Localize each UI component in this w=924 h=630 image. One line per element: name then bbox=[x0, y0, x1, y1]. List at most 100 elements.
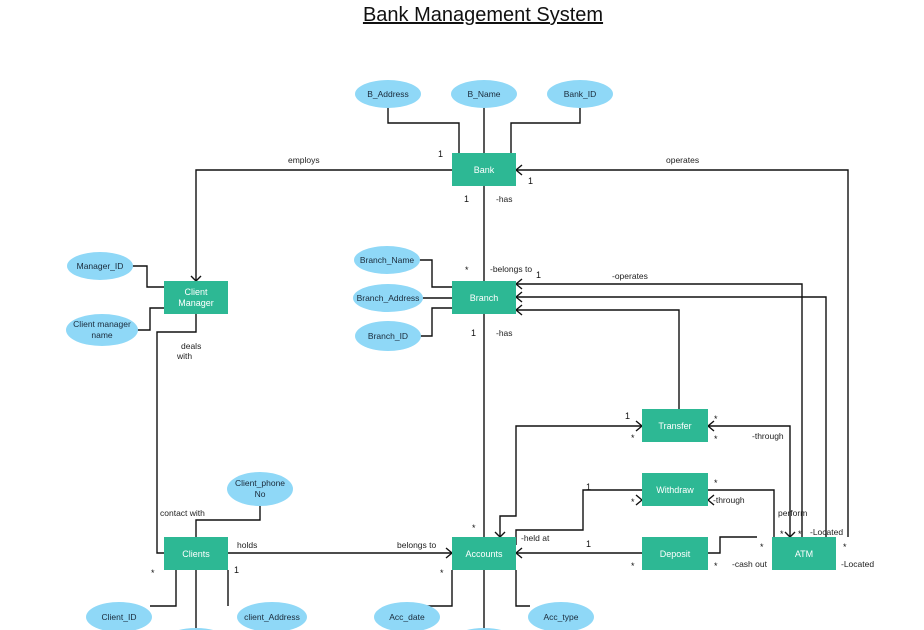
entity-withdraw-label: Withdraw bbox=[656, 485, 694, 495]
label-belongs-to-accounts: belongs to bbox=[397, 540, 436, 550]
attr-manager-id-label: Manager_ID bbox=[77, 261, 124, 271]
entity-atm: ATM bbox=[772, 537, 836, 570]
attr-branch-name: Branch_Name bbox=[354, 246, 420, 274]
attr-branch-id: Branch_ID bbox=[355, 321, 421, 351]
attr-client-manager-name-label-1: Client manager bbox=[73, 319, 131, 329]
entity-branch-label: Branch bbox=[470, 293, 499, 303]
label-has-branch: -has bbox=[496, 328, 513, 338]
arrow-withdraw-left bbox=[635, 494, 644, 506]
entity-clients: Clients bbox=[164, 537, 228, 570]
mult-deposit-right: * bbox=[714, 561, 718, 571]
line-operates-bank-atm bbox=[516, 169, 849, 537]
line-client-id bbox=[150, 570, 177, 607]
entity-atm-label: ATM bbox=[795, 549, 813, 559]
entity-transfer: Transfer bbox=[642, 409, 708, 442]
mult-bank-bottom: 1 bbox=[464, 194, 469, 204]
line-branch-name bbox=[418, 259, 452, 288]
mult-branch-bottom: 1 bbox=[471, 328, 476, 338]
line-withdraw-atm bbox=[708, 489, 775, 537]
entity-client-manager: Client Manager bbox=[164, 281, 228, 314]
mult-clients-right: 1 bbox=[234, 565, 239, 575]
attr-client-id: Client_ID bbox=[86, 602, 152, 630]
line-acc-date bbox=[422, 570, 453, 607]
entity-transfer-label: Transfer bbox=[658, 421, 691, 431]
attr-acc-date-label: Acc_date bbox=[389, 612, 425, 622]
line-bank-id-bank bbox=[510, 107, 581, 153]
mult-transfer-right-bottom: * bbox=[714, 434, 718, 444]
entity-withdraw: Withdraw bbox=[642, 473, 708, 506]
attr-acc-date: Acc_date bbox=[374, 602, 440, 630]
attr-b-name: B_Name bbox=[451, 80, 517, 108]
mult-bank-right: 1 bbox=[528, 176, 533, 186]
mult-accounts-top: * bbox=[472, 523, 476, 533]
mult-atm-left: * bbox=[760, 542, 764, 552]
label-contact-with: contact with bbox=[160, 508, 205, 518]
entity-client-manager-label-1: Client bbox=[184, 287, 208, 297]
label-held-at: -held at bbox=[521, 533, 550, 543]
mult-transfer-left-bottom: * bbox=[631, 433, 635, 443]
line-manager-id bbox=[130, 265, 164, 288]
line-transfer-atm bbox=[708, 425, 791, 537]
attr-client-address-label: client_Address bbox=[244, 612, 300, 622]
mult-accounts-bottom: * bbox=[440, 568, 444, 578]
line-b-address-bank bbox=[387, 107, 460, 153]
attr-client-phone-no-label-1: Client_phone bbox=[235, 478, 285, 488]
attr-acc-type: Acc_type bbox=[528, 602, 594, 630]
attr-client-phone-no: Client_phone No bbox=[227, 472, 293, 506]
mult-transfer-left-top: 1 bbox=[625, 411, 630, 421]
line-deposit-atm bbox=[708, 536, 757, 554]
attr-client-manager-name-label-2: name bbox=[91, 330, 113, 340]
attr-bank-id-label: Bank_ID bbox=[564, 89, 597, 99]
label-through-transfer: -through bbox=[752, 431, 784, 441]
mult-withdraw-left-top: 1 bbox=[586, 482, 591, 492]
mult-deposit-left-top: 1 bbox=[586, 539, 591, 549]
entity-bank: Bank bbox=[452, 153, 516, 186]
line-branch-transfer bbox=[516, 309, 680, 409]
entity-accounts: Accounts bbox=[452, 537, 516, 570]
entity-branch: Branch bbox=[452, 281, 516, 314]
mult-branch-right: 1 bbox=[536, 270, 541, 280]
attr-b-address-label: B_Address bbox=[367, 89, 409, 99]
multiplicities: 1 1 1 * 1 1 1 * * * 1 * * 1 * * * * * * … bbox=[151, 149, 847, 578]
attr-branch-id-label: Branch_ID bbox=[368, 331, 408, 341]
mult-withdraw-right: * bbox=[714, 478, 718, 488]
label-cash-out: -cash out bbox=[732, 559, 768, 569]
mult-atm-top-right: * bbox=[798, 529, 802, 539]
label-operates-branch: -operates bbox=[612, 271, 648, 281]
label-with: with bbox=[176, 351, 192, 361]
mult-transfer-right-top: * bbox=[714, 414, 718, 424]
label-belongs-to-branch: -belongs to bbox=[490, 264, 532, 274]
attr-b-name-label: B_Name bbox=[467, 89, 500, 99]
label-operates-bank: operates bbox=[666, 155, 699, 165]
attr-client-manager-name: Client manager name bbox=[66, 314, 138, 346]
label-perform: perform bbox=[778, 508, 807, 518]
relationship-labels: employs operates -has -belongs to -opera… bbox=[160, 155, 874, 569]
entity-bank-label: Bank bbox=[474, 165, 495, 175]
attr-branch-address: Branch_Address bbox=[353, 284, 423, 312]
label-located-1: -Located bbox=[810, 527, 843, 537]
line-branch-id bbox=[420, 307, 452, 337]
entity-deposit-label: Deposit bbox=[660, 549, 691, 559]
attr-client-phone-no-label-2: No bbox=[255, 489, 266, 499]
entity-client-manager-label-2: Manager bbox=[178, 298, 214, 308]
mult-deposit-left-bottom: * bbox=[631, 561, 635, 571]
attr-manager-id: Manager_ID bbox=[67, 252, 133, 280]
attr-bank-id: Bank_ID bbox=[547, 80, 613, 108]
line-operates-branch-atm bbox=[516, 283, 803, 537]
label-has-bank: -has bbox=[496, 194, 513, 204]
line-client-manager-name bbox=[137, 307, 164, 331]
entity-clients-label: Clients bbox=[182, 549, 210, 559]
line-transfer-accounts bbox=[499, 425, 642, 537]
mult-atm-right: * bbox=[843, 542, 847, 552]
mult-clients-left: * bbox=[151, 568, 155, 578]
attr-client-id-label: Client_ID bbox=[102, 612, 137, 622]
line-client-phone bbox=[195, 505, 261, 537]
attr-acc-type-label: Acc_type bbox=[544, 612, 579, 622]
attr-client-address: client_Address bbox=[237, 602, 307, 630]
label-employs: employs bbox=[288, 155, 320, 165]
label-deals: deals bbox=[181, 341, 201, 351]
attr-branch-name-label: Branch_Name bbox=[360, 255, 415, 265]
mult-atm-top-left: * bbox=[780, 529, 784, 539]
diagram-title: Bank Management System bbox=[362, 4, 604, 26]
